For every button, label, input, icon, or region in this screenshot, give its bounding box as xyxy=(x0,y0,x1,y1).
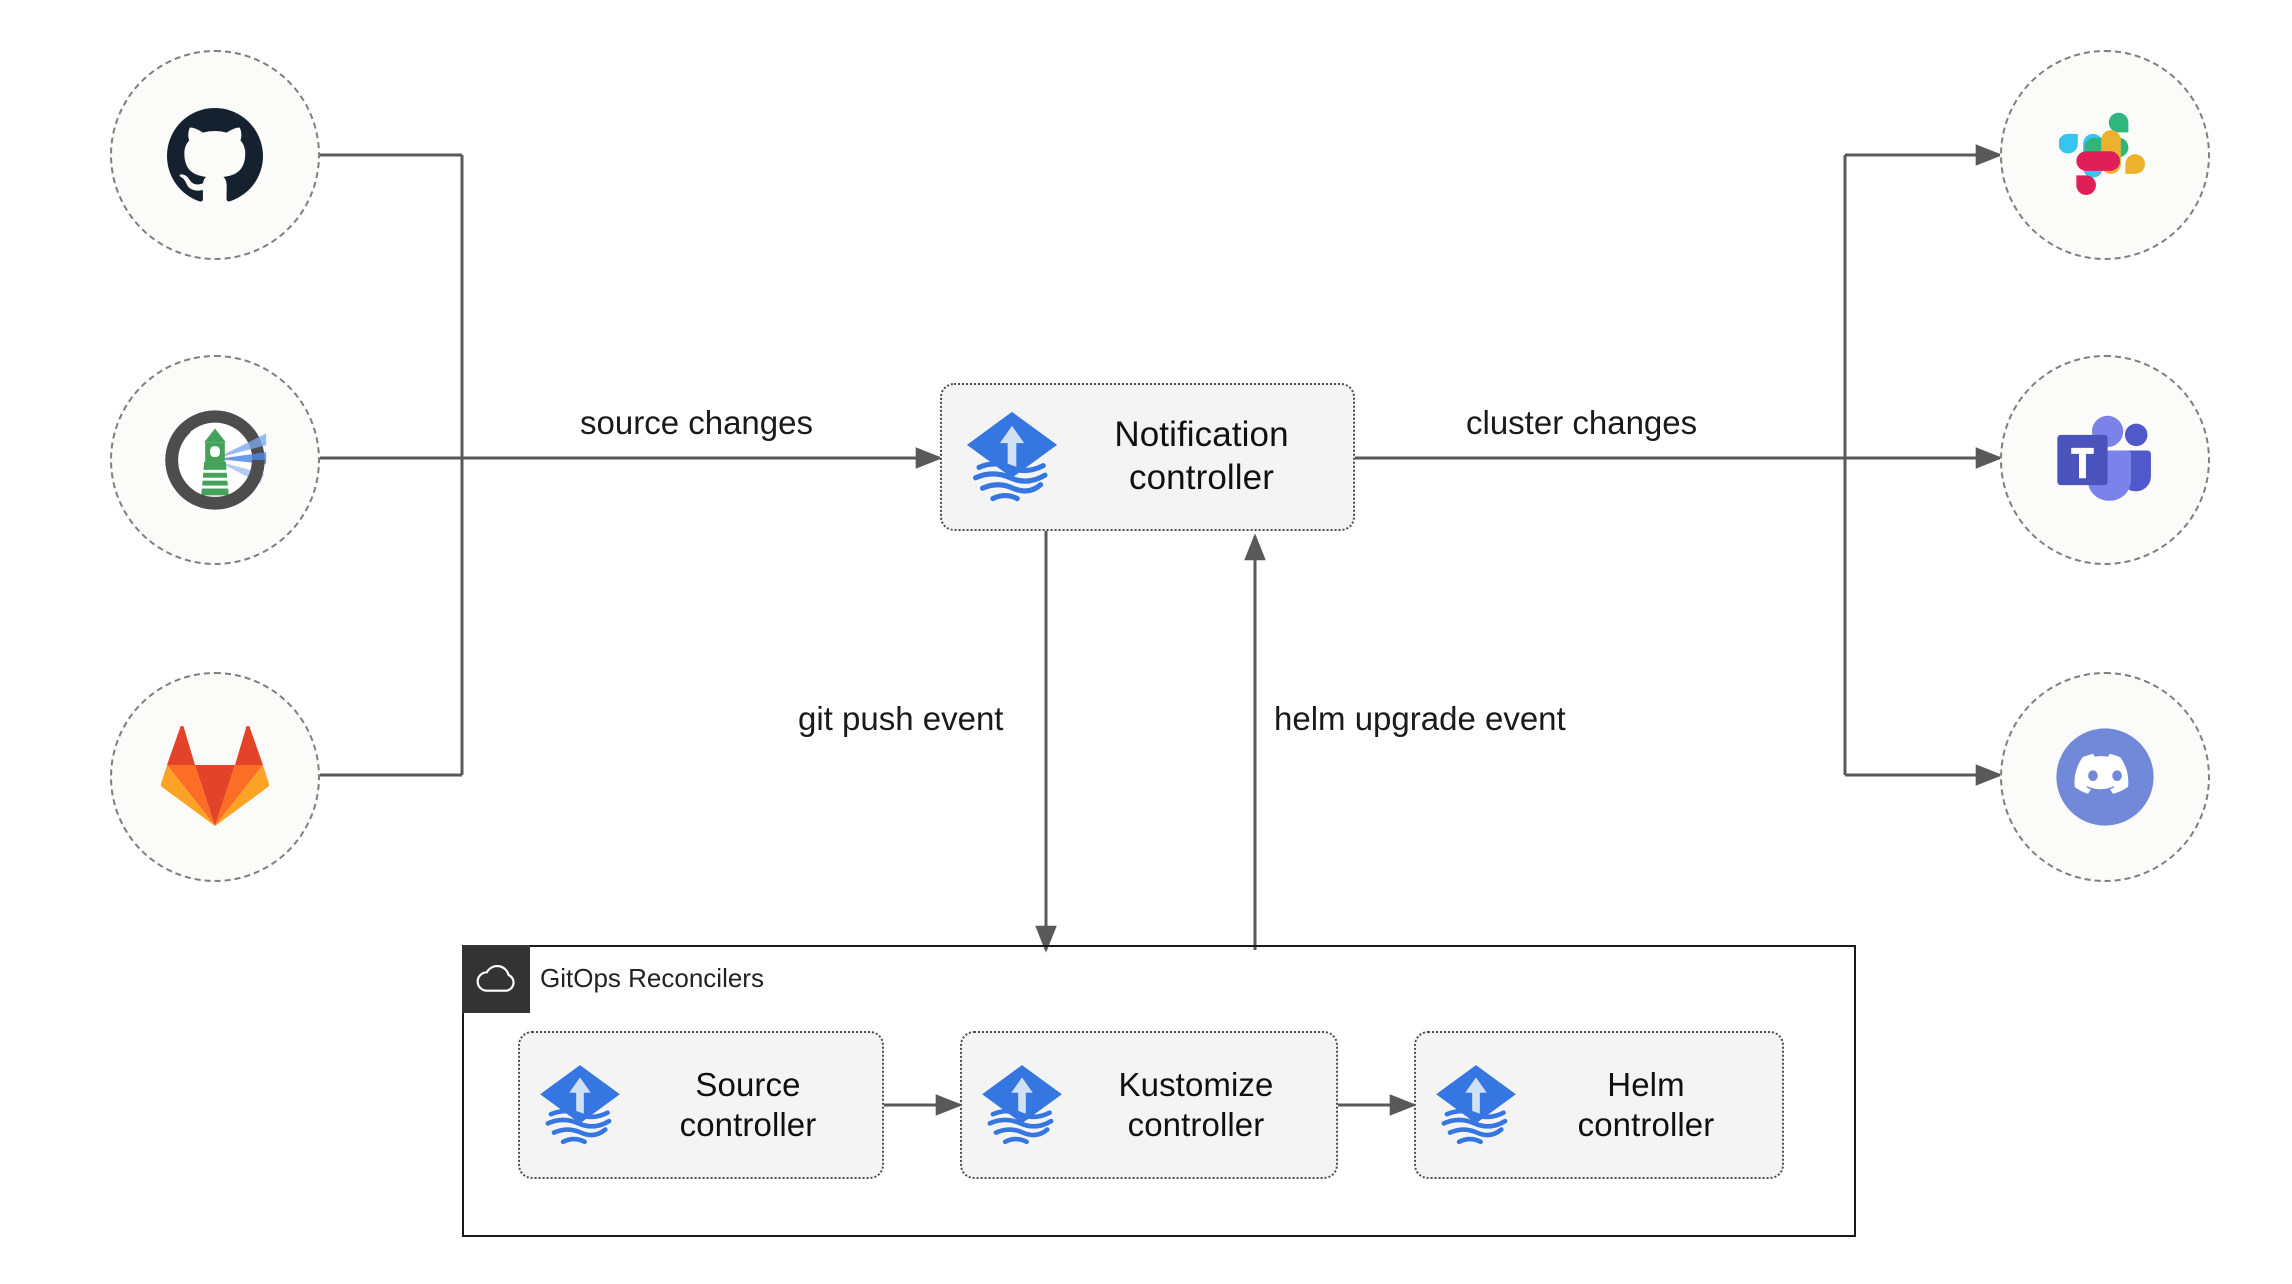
edge-label-git-push-event: git push event xyxy=(790,700,1012,738)
discord-icon xyxy=(2056,728,2154,826)
source-node-gitlab[interactable] xyxy=(110,672,320,882)
source-controller-label: Source controller xyxy=(679,1065,817,1143)
gitops-reconcilers-title: GitOps Reconcilers xyxy=(540,963,764,993)
gitops-reconcilers-group xyxy=(462,945,1856,1237)
helm-controller-label: Helm controller xyxy=(1577,1065,1715,1143)
kustomize-controller-box[interactable]: Kustomize controller xyxy=(960,1031,1338,1179)
destination-node-discord[interactable] xyxy=(2000,672,2210,882)
flux-lighthouse-icon xyxy=(165,410,267,510)
github-icon xyxy=(167,107,263,202)
destination-node-slack[interactable] xyxy=(2000,50,2210,260)
cloud-icon-tab xyxy=(462,945,530,1013)
edge-label-helm-upgrade-event: helm upgrade event xyxy=(1266,700,1574,738)
destination-node-teams[interactable] xyxy=(2000,355,2210,565)
edge-label-cluster-changes: cluster changes xyxy=(1458,404,1706,442)
source-node-github[interactable] xyxy=(110,50,320,260)
ms-teams-icon xyxy=(2057,415,2151,501)
flux-logo-icon xyxy=(960,405,1064,509)
gitlab-icon xyxy=(160,726,270,826)
flux-logo-icon xyxy=(976,1059,1068,1151)
flux-logo-icon xyxy=(1430,1059,1522,1151)
kustomize-controller-label: Kustomize controller xyxy=(1118,1065,1274,1143)
flux-logo-icon xyxy=(534,1059,626,1151)
helm-controller-box[interactable]: Helm controller xyxy=(1414,1031,1784,1179)
notification-controller-label: Notification controller xyxy=(1114,415,1289,497)
source-node-flux[interactable] xyxy=(110,355,320,565)
edge-label-source-changes: source changes xyxy=(572,404,821,442)
slack-icon xyxy=(2059,112,2145,195)
cloud-icon xyxy=(476,965,515,992)
source-controller-box[interactable]: Source controller xyxy=(518,1031,884,1179)
notification-controller-box[interactable]: Notification controller xyxy=(940,383,1355,531)
